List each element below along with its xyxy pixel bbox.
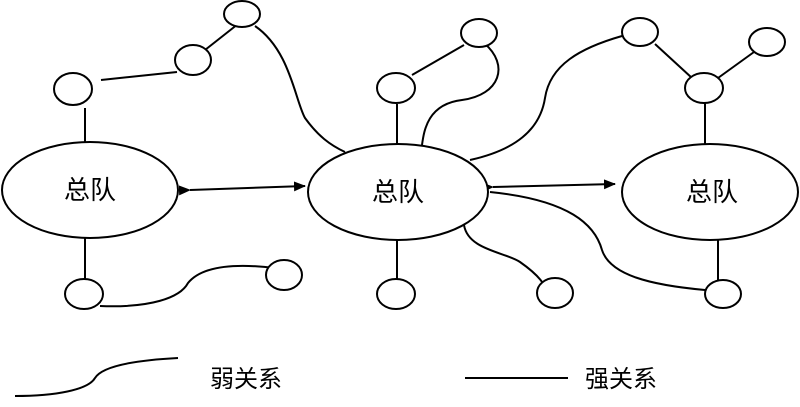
member-node [174, 44, 212, 76]
strong-ties [84, 23, 755, 280]
weak-tie [469, 35, 623, 161]
strong-tie [204, 23, 239, 51]
member-nodes [53, 0, 786, 310]
hub-ellipse [621, 143, 799, 241]
weak-ties [99, 25, 706, 308]
member-node [376, 278, 416, 310]
weak-tie [254, 25, 346, 153]
member-node [376, 72, 416, 104]
weak-tie [463, 224, 549, 294]
hub-label: 总队 [64, 176, 116, 206]
legend: 弱关系 强关系 [14, 357, 657, 397]
legend-weak-label: 弱关系 [210, 365, 282, 393]
weak-tie [489, 191, 706, 291]
hub-links [178, 179, 616, 196]
member-node [621, 17, 659, 47]
hub-link-arrow [178, 181, 306, 196]
strong-tie [654, 43, 693, 79]
member-node [64, 278, 104, 310]
hub-label: 总队 [372, 178, 424, 208]
weak-tie [99, 264, 276, 308]
hub-ellipse [1, 141, 179, 239]
strong-tie [100, 71, 178, 81]
legend-strong-label: 强关系 [585, 365, 657, 393]
member-node [460, 18, 498, 48]
hub-ellipse [307, 143, 489, 241]
member-node [536, 277, 574, 309]
member-node [704, 279, 742, 309]
hub-2: 总队 [307, 143, 489, 241]
hub-3: 总队 [621, 143, 799, 241]
hub-label: 总队 [686, 178, 738, 208]
strong-tie [411, 44, 465, 76]
member-node [53, 72, 93, 106]
hub-1: 总队 [1, 141, 179, 239]
member-node [684, 72, 724, 104]
member-node [223, 0, 261, 28]
strong-tie [717, 51, 755, 79]
legend-weak-swatch [14, 357, 179, 397]
member-node [265, 259, 303, 291]
member-node [748, 27, 786, 57]
weak-tie [421, 42, 500, 146]
hub-link-arrow [481, 179, 616, 193]
